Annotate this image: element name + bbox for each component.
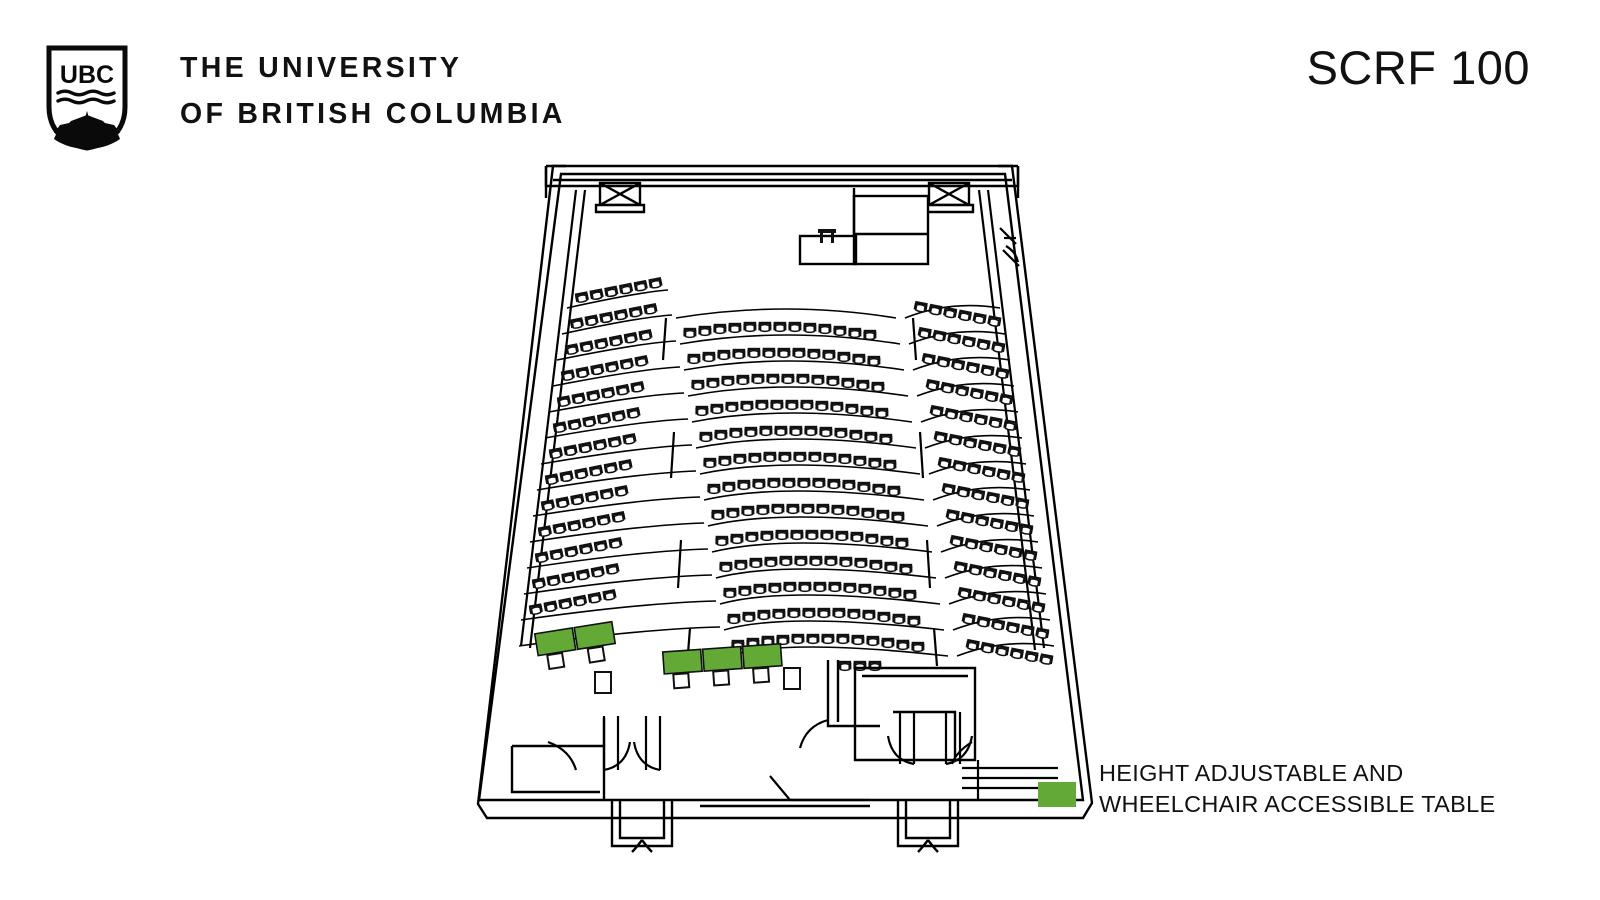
- front-floor-walls: [826, 660, 977, 762]
- page-header: UBC THE UNIVERSITY OF BRITISH COLUMBIA S…: [0, 0, 1600, 160]
- wall-corner-brackets: [544, 164, 1020, 198]
- table-chair: [752, 666, 771, 684]
- table-chair: [712, 669, 731, 687]
- room-outer-walls: [476, 164, 1094, 820]
- room-title: SCRF 100: [1306, 41, 1530, 94]
- entrance-doors: [547, 712, 974, 802]
- rear-vestibules: [610, 800, 960, 853]
- accessible-table: [701, 645, 743, 673]
- table-chair: [586, 645, 606, 664]
- structural-column-right: [923, 181, 975, 214]
- ubc-shield-logo-icon: UBC: [46, 45, 128, 151]
- legend-line-2: WHEELCHAIR ACCESSIBLE TABLE: [1099, 791, 1496, 818]
- seating-block-center: [675, 308, 949, 672]
- legend-color-swatch: [1038, 782, 1076, 807]
- accessible-tables-center-group: [661, 642, 783, 690]
- structural-column-left: [594, 181, 646, 214]
- table-chair: [546, 651, 566, 671]
- legend-label: HEIGHT ADJUSTABLE AND WHEELCHAIR ACCESSI…: [1099, 758, 1495, 821]
- stage-area: [798, 188, 930, 266]
- accessible-tables-left-group: [533, 620, 617, 671]
- accessible-table: [533, 627, 577, 657]
- lower-left-room: [510, 718, 606, 800]
- lectern-podium-icon: [818, 229, 836, 243]
- accessible-table: [661, 648, 704, 675]
- seating-block-right: [904, 300, 1055, 666]
- ubc-brand-lockup: UBC THE UNIVERSITY OF BRITISH COLUMBIA: [46, 45, 566, 151]
- accessible-table: [741, 642, 783, 670]
- front-floor-furniture: [594, 667, 801, 694]
- side-door-right: [999, 227, 1020, 267]
- seating-block-left: [518, 276, 721, 647]
- legend: HEIGHT ADJUSTABLE AND WHEELCHAIR ACCESSI…: [1038, 758, 1558, 821]
- ubc-wordmark: THE UNIVERSITY OF BRITISH COLUMBIA: [180, 54, 566, 128]
- wordmark-line-1: THE UNIVERSITY: [180, 52, 463, 84]
- legend-line-1: HEIGHT ADJUSTABLE AND: [1099, 760, 1404, 786]
- svg-text:UBC: UBC: [60, 61, 114, 89]
- accessible-table: [573, 620, 617, 651]
- table-chair: [672, 672, 691, 690]
- wordmark-line-2: OF BRITISH COLUMBIA: [180, 97, 566, 130]
